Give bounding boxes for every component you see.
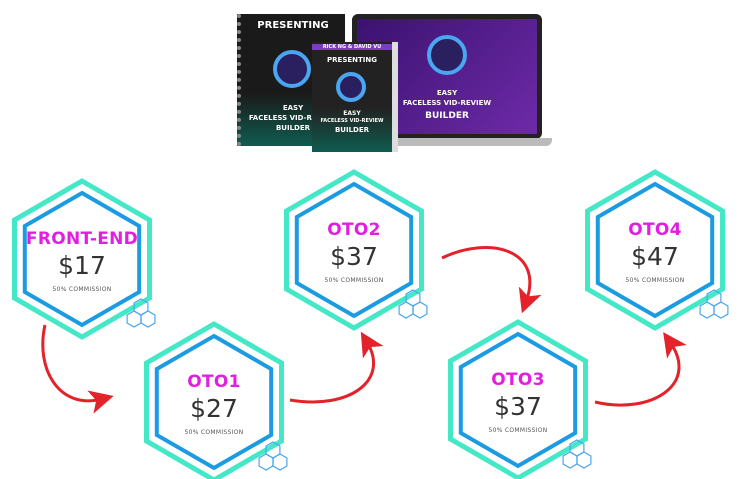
box-cover: RICK NG & DAVID VU PRESENTING EASY FACEL… xyxy=(312,42,398,152)
step-price: $37 xyxy=(494,392,542,421)
title-line1: EASY xyxy=(343,110,361,117)
step-name: OTO4 xyxy=(628,220,682,240)
step-price: $27 xyxy=(190,394,238,423)
title-line3: BUILDER xyxy=(275,124,311,132)
step-name: FRONT-END xyxy=(25,229,139,249)
title-line2: FACELESS VID-REVIEW xyxy=(248,114,338,122)
title-line2: FACELESS VID-REVIEW xyxy=(402,99,492,107)
arrow-oto2-to-oto3 xyxy=(441,246,542,314)
step-name: OTO3 xyxy=(491,370,545,390)
step-commission: 50% COMMISSION xyxy=(488,427,548,434)
small-hex-icon xyxy=(265,441,281,459)
step-price: $47 xyxy=(631,242,679,271)
laptop-base xyxy=(337,138,552,146)
step-commission: 50% COMMISSION xyxy=(52,286,112,293)
arrow-oto1-to-oto2 xyxy=(289,331,384,404)
presenting-text: PRESENTING xyxy=(327,56,377,64)
funnel-step-oto3: OTO3$37 50% COMMISSION xyxy=(448,370,588,434)
play-icon xyxy=(336,72,366,102)
hex-outer xyxy=(585,169,725,331)
hex-inner xyxy=(154,333,274,471)
product-mockup: PRESENTING EASY FACELESS VID-REVIEW BUIL… xyxy=(212,8,552,153)
small-hex-icon xyxy=(405,289,421,307)
hex-inner xyxy=(595,181,715,319)
funnel-step-oto1: OTO1$27 50% COMMISSION xyxy=(144,372,284,436)
step-commission: 50% COMMISSION xyxy=(625,277,685,284)
presenting-text: PRESENTING xyxy=(257,20,329,31)
arrow-oto3-to-oto4 xyxy=(594,332,687,407)
funnel-step-front-end: FRONT-END$17 50% COMMISSION xyxy=(12,229,152,293)
step-price: $37 xyxy=(330,242,378,271)
title-line2: FACELESS VID-REVIEW xyxy=(320,118,384,124)
hex-outer xyxy=(144,321,284,479)
small-hex-icon xyxy=(133,298,149,316)
play-icon xyxy=(427,35,467,75)
small-hex-icon xyxy=(706,289,722,307)
title-line1: EASY xyxy=(436,89,458,97)
arrow-fe-to-oto1 xyxy=(41,324,114,414)
title-line3: BUILDER xyxy=(425,111,469,121)
small-hex-icon xyxy=(569,439,585,457)
funnel-step-oto4: OTO4$47 50% COMMISSION xyxy=(585,220,725,284)
step-price: $17 xyxy=(58,251,106,280)
step-name: OTO2 xyxy=(327,220,381,240)
hex-inner xyxy=(294,181,414,319)
hex-inner xyxy=(458,331,578,469)
hex-outer xyxy=(284,169,424,331)
title-line3: BUILDER xyxy=(334,126,370,134)
step-name: OTO1 xyxy=(187,372,241,392)
hex-inner xyxy=(22,190,142,328)
funnel-step-oto2: OTO2$37 50% COMMISSION xyxy=(284,220,424,284)
title-line1: EASY xyxy=(282,104,304,112)
authors: RICK NG & DAVID VU xyxy=(312,44,392,50)
step-commission: 50% COMMISSION xyxy=(184,429,244,436)
step-commission: 50% COMMISSION xyxy=(324,277,384,284)
hex-outer xyxy=(12,178,152,340)
play-icon xyxy=(273,50,311,88)
hex-outer xyxy=(448,319,588,479)
